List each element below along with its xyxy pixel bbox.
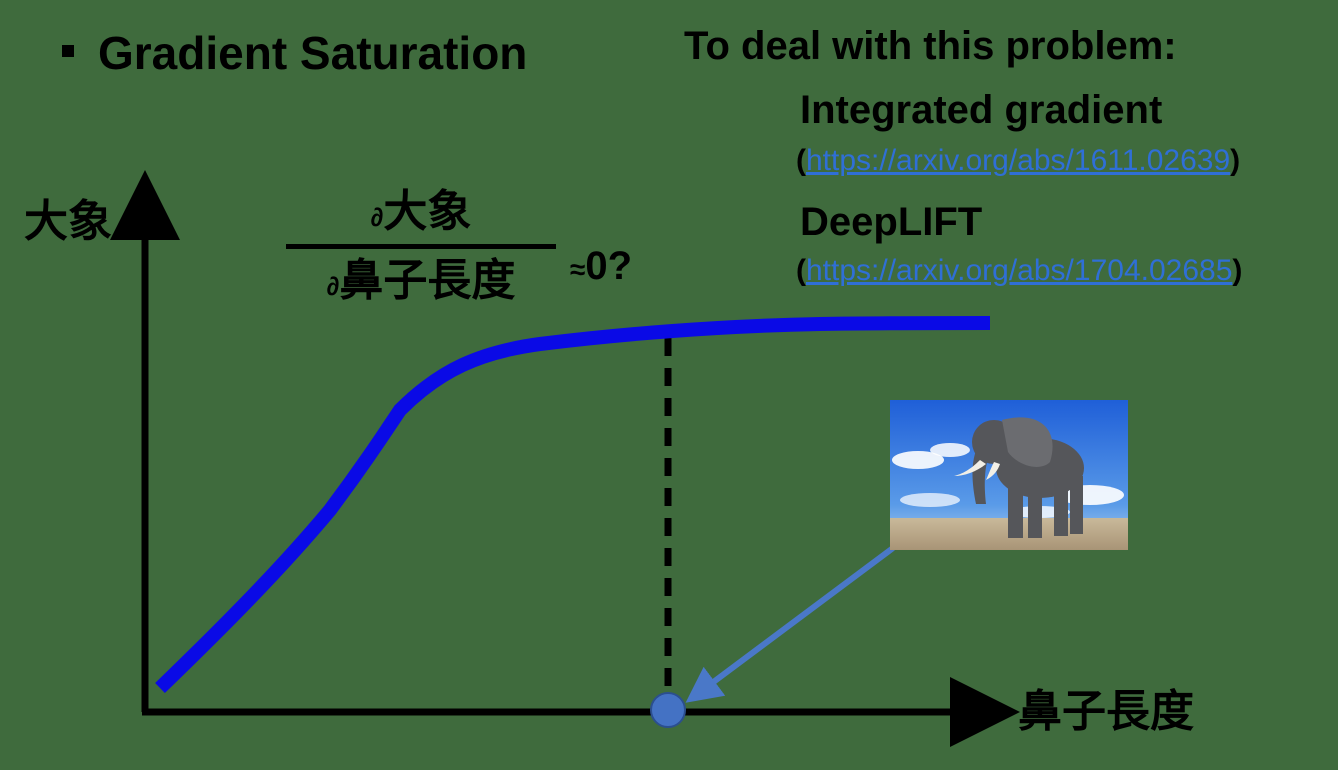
right-heading: To deal with this problem: [684, 24, 1177, 68]
partial-symbol: ∂ [370, 202, 384, 232]
derivative-fraction: ∂大象 ∂鼻子長度 [286, 190, 556, 303]
method-integrated-gradient: Integrated gradient [800, 88, 1163, 132]
bracket-open: ( [796, 144, 806, 177]
bullet-icon [62, 44, 74, 57]
partial-symbol: ∂ [326, 271, 340, 301]
fraction-denominator: ∂鼻子長度 [286, 249, 556, 303]
method-deeplift: DeepLIFT [800, 200, 983, 244]
fraction-numerator: ∂大象 [286, 190, 556, 244]
integrated-gradient-link[interactable]: https://arxiv.org/abs/1611.02639 [806, 144, 1231, 177]
link-row-integrated-gradient: (https://arxiv.org/abs/1611.02639) [796, 146, 1240, 176]
approx-value: 0? [585, 244, 633, 288]
point-marker [650, 692, 686, 728]
bracket-open: ( [796, 254, 806, 287]
fraction-bar [286, 244, 556, 249]
elephant-photo [890, 400, 1128, 550]
title-text: Gradient Saturation [98, 27, 528, 79]
y-axis-label: 大象 [24, 197, 112, 246]
approx-zero: ≈0? [570, 246, 632, 286]
numerator-text: 大象 [383, 187, 472, 236]
deeplift-link[interactable]: https://arxiv.org/abs/1704.02685 [806, 254, 1233, 287]
pointer-arrow [685, 545, 895, 703]
saturation-curve [155, 316, 991, 694]
elephant-image [890, 400, 1128, 550]
x-axis-label: 鼻子長度 [1018, 687, 1194, 736]
bracket-close: ) [1232, 254, 1243, 287]
approx-symbol: ≈ [570, 254, 586, 285]
link-row-deeplift: (https://arxiv.org/abs/1704.02685) [796, 256, 1242, 286]
denominator-text: 鼻子長度 [339, 256, 516, 305]
bracket-close: ) [1230, 144, 1241, 177]
slide-title: Gradient Saturation [62, 30, 527, 76]
